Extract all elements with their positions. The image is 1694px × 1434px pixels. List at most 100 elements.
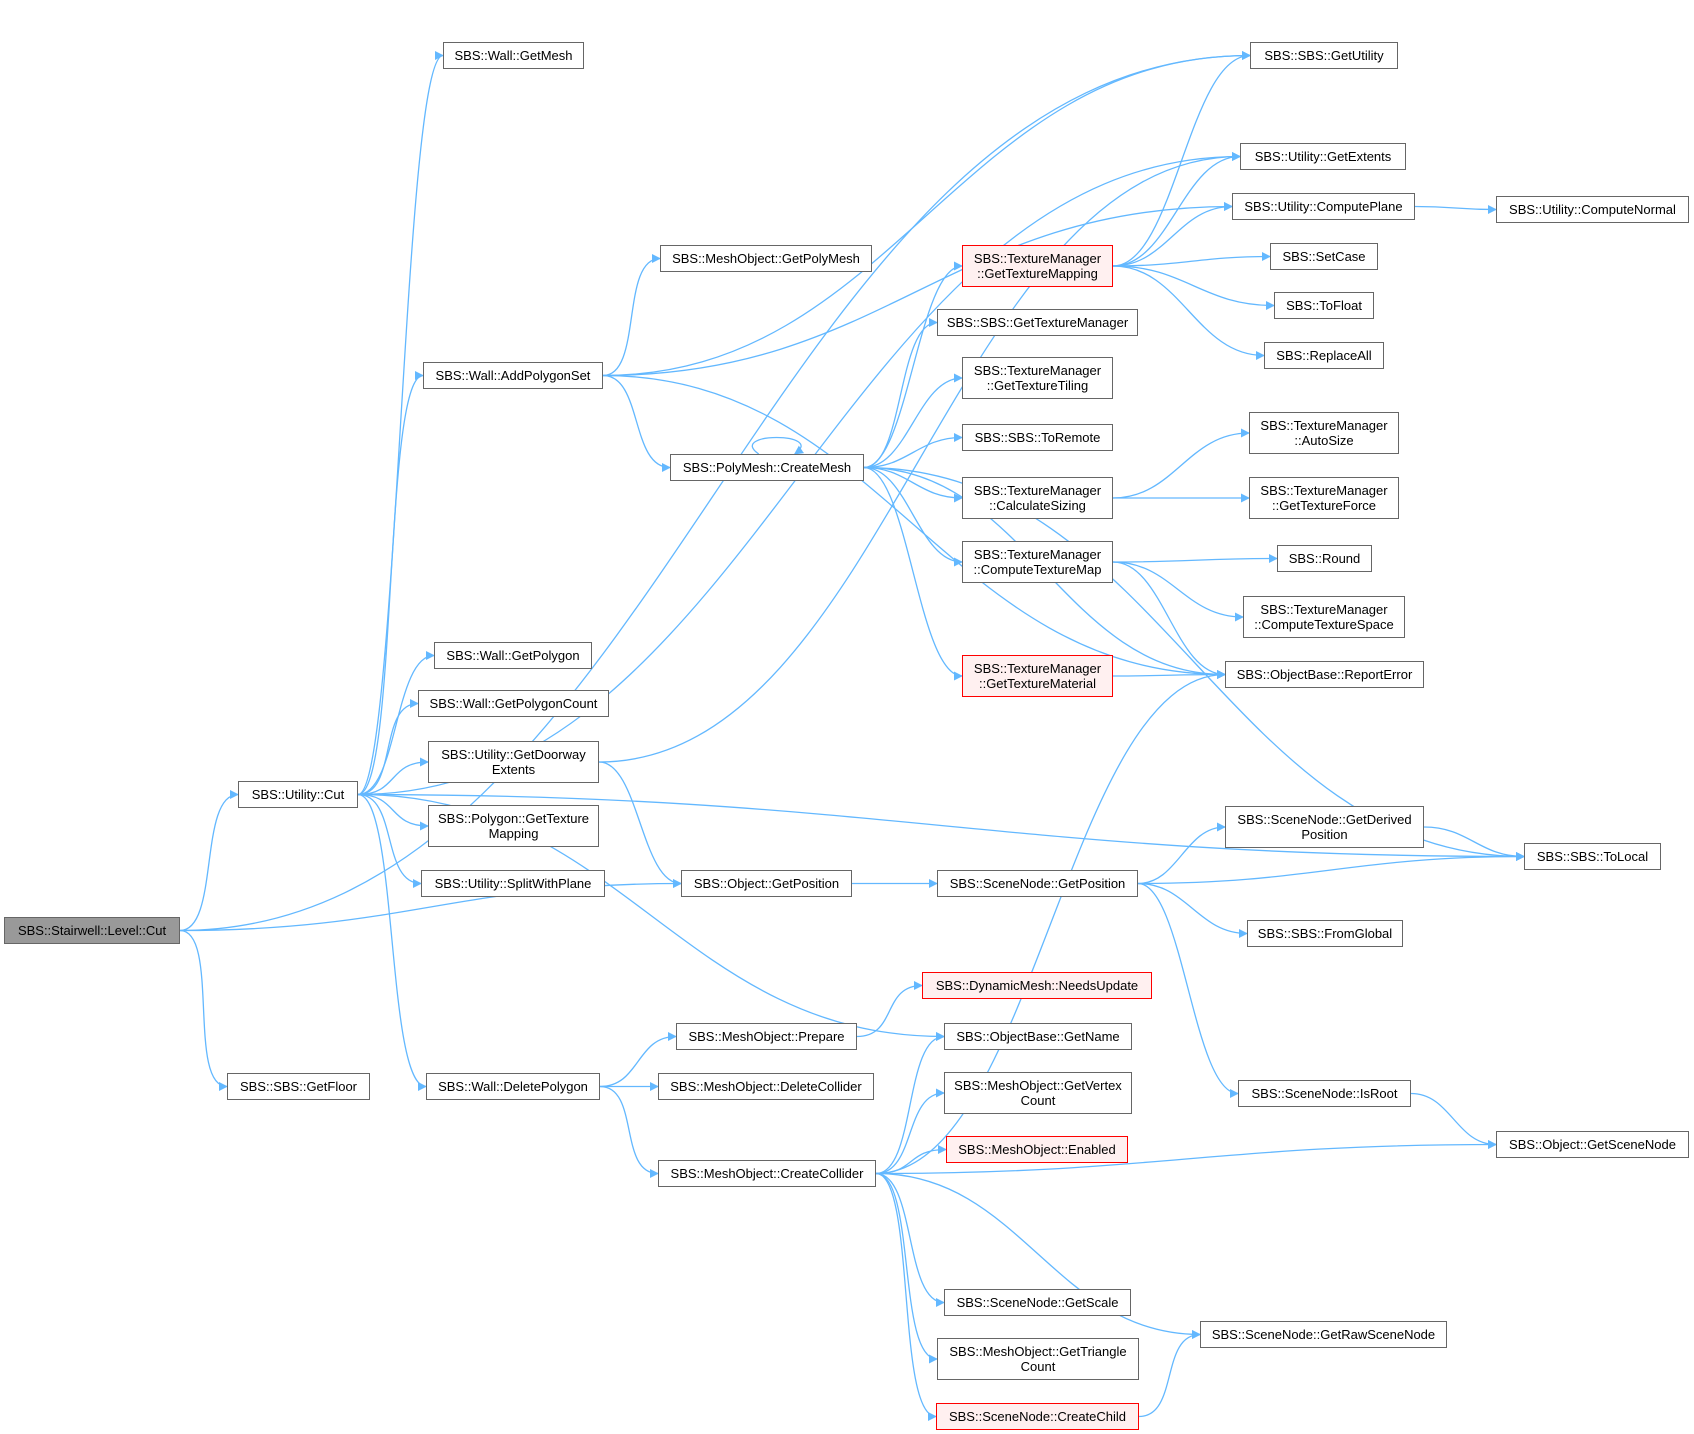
node-tm-autosize[interactable]: SBS::TextureManager ::AutoSize (1249, 412, 1399, 454)
node-sbs-fromglobal[interactable]: SBS::SBS::FromGlobal (1247, 920, 1403, 947)
node-label: SBS::TextureManager ::GetTextureForce (1260, 483, 1388, 513)
node-sbs-round[interactable]: SBS::Round (1277, 545, 1372, 572)
node-scenenode-getposition[interactable]: SBS::SceneNode::GetPosition (937, 870, 1138, 897)
node-tm-gettextureforce[interactable]: SBS::TextureManager ::GetTextureForce (1249, 477, 1399, 519)
edge-utility-computeplane-to-utility-computenormal (1414, 204, 1497, 215)
node-label: SBS::SBS::ToLocal (1536, 849, 1649, 864)
node-stairwell-level-cut: SBS::Stairwell::Level::Cut (4, 917, 180, 944)
node-sbs-tolocal[interactable]: SBS::SBS::ToLocal (1524, 843, 1661, 870)
edge-tm-computetexturemap-to-tm-computetexturespace (1112, 561, 1244, 622)
node-sbs-tofloat[interactable]: SBS::ToFloat (1274, 292, 1374, 319)
node-wall-addpolygonset[interactable]: SBS::Wall::AddPolygonSet (423, 362, 603, 389)
node-label: SBS::Utility::GetExtents (1254, 149, 1392, 164)
edge-meshobject-createcollider-to-meshobject-enabled (875, 1144, 947, 1175)
node-utility-getdoorwayextents[interactable]: SBS::Utility::GetDoorway Extents (428, 741, 599, 783)
node-utility-computeplane[interactable]: SBS::Utility::ComputePlane (1232, 193, 1415, 220)
node-label: SBS::TextureManager ::ComputeTextureMap (973, 547, 1102, 577)
node-label: SBS::Wall::DeletePolygon (438, 1079, 588, 1094)
node-meshobject-deletecollider[interactable]: SBS::MeshObject::DeleteCollider (658, 1073, 874, 1100)
node-label: SBS::MeshObject::GetVertex Count (954, 1078, 1122, 1108)
node-wall-deletepolygon[interactable]: SBS::Wall::DeletePolygon (426, 1073, 600, 1100)
node-label: SBS::SetCase (1282, 249, 1366, 264)
node-sbs-getfloor[interactable]: SBS::SBS::GetFloor (227, 1073, 370, 1100)
edge-wall-deletepolygon-to-meshobject-prepare (599, 1031, 677, 1088)
node-tm-calculatesizing[interactable]: SBS::TextureManager ::CalculateSizing (962, 477, 1113, 519)
node-scenenode-getrawscenenode[interactable]: SBS::SceneNode::GetRawSceneNode (1200, 1321, 1447, 1348)
node-dynamicmesh-needsupdate[interactable]: SBS::DynamicMesh::NeedsUpdate (922, 972, 1152, 999)
edge-utility-getdoorwayextents-to-object-getposition (598, 761, 682, 889)
edge-polymesh-createmesh-to-sbs-gettexturemanager (863, 317, 938, 469)
edge-scenenode-createchild-to-scenenode-getrawscenenode (1138, 1329, 1201, 1418)
node-label: SBS::Utility::GetDoorway Extents (441, 747, 586, 777)
node-wall-getpolygon[interactable]: SBS::Wall::GetPolygon (434, 642, 592, 669)
node-utility-getextents[interactable]: SBS::Utility::GetExtents (1240, 143, 1406, 170)
edge-tm-computetexturemap-to-sbs-round (1112, 553, 1278, 564)
node-label: SBS::SceneNode::GetScale (956, 1295, 1119, 1310)
node-objectbase-reporterror[interactable]: SBS::ObjectBase::ReportError (1225, 661, 1424, 688)
node-scenenode-isroot[interactable]: SBS::SceneNode::IsRoot (1238, 1080, 1411, 1107)
node-label: SBS::Wall::AddPolygonSet (435, 368, 591, 383)
edge-wall-deletepolygon-to-meshobject-createcollider (599, 1085, 659, 1179)
node-label: SBS::Utility::ComputePlane (1244, 199, 1403, 214)
edge-meshobject-createcollider-to-object-getscenenode (875, 1139, 1497, 1175)
node-scenenode-getscale[interactable]: SBS::SceneNode::GetScale (944, 1289, 1131, 1316)
node-label: SBS::TextureManager ::GetTextureMaterial (973, 661, 1102, 691)
node-tm-gettexturemapping[interactable]: SBS::TextureManager ::GetTextureMapping (962, 245, 1113, 287)
node-polymesh-createmesh[interactable]: SBS::PolyMesh::CreateMesh (670, 454, 864, 481)
node-label: SBS::TextureManager ::ComputeTextureSpac… (1254, 602, 1394, 632)
edge-wall-addpolygonset-to-polymesh-createmesh (602, 374, 671, 473)
node-sbs-gettexturemanager[interactable]: SBS::SBS::GetTextureManager (937, 309, 1138, 336)
node-wall-getpolygoncount[interactable]: SBS::Wall::GetPolygonCount (418, 690, 609, 717)
node-utility-splitwithplane[interactable]: SBS::Utility::SplitWithPlane (421, 870, 605, 897)
node-tm-computetexturespace[interactable]: SBS::TextureManager ::ComputeTextureSpac… (1243, 596, 1405, 638)
node-scenenode-createchild[interactable]: SBS::SceneNode::CreateChild (936, 1403, 1139, 1430)
edge-scenenode-getposition-to-sbs-fromglobal (1137, 882, 1248, 939)
node-label: SBS::Utility::SplitWithPlane (434, 876, 592, 891)
node-label: SBS::ObjectBase::GetName (956, 1029, 1120, 1044)
node-sbs-setcase[interactable]: SBS::SetCase (1270, 243, 1378, 270)
node-object-getscenenode[interactable]: SBS::Object::GetSceneNode (1496, 1131, 1689, 1158)
node-sbs-replaceall[interactable]: SBS::ReplaceAll (1264, 342, 1384, 369)
edge-utility-cut-to-wall-addpolygonset (357, 371, 424, 796)
node-label: SBS::SceneNode::GetPosition (949, 876, 1126, 891)
node-label: SBS::MeshObject::CreateCollider (670, 1166, 864, 1181)
node-tm-computetexturemap[interactable]: SBS::TextureManager ::ComputeTextureMap (962, 541, 1113, 583)
node-scenenode-getderivedposition[interactable]: SBS::SceneNode::GetDerived Position (1225, 806, 1424, 848)
node-meshobject-createcollider[interactable]: SBS::MeshObject::CreateCollider (658, 1160, 876, 1187)
node-label: SBS::TextureManager ::CalculateSizing (973, 483, 1102, 513)
node-wall-getmesh[interactable]: SBS::Wall::GetMesh (443, 42, 584, 69)
node-tm-gettexturetiling[interactable]: SBS::TextureManager ::GetTextureTiling (962, 357, 1113, 399)
node-tm-gettexturematerial[interactable]: SBS::TextureManager ::GetTextureMaterial (962, 655, 1113, 697)
node-label: SBS::SceneNode::GetRawSceneNode (1211, 1327, 1436, 1342)
edge-utility-cut-to-wall-getpolygon (357, 650, 435, 796)
node-label: SBS::Polygon::GetTexture Mapping (437, 811, 590, 841)
node-meshobject-prepare[interactable]: SBS::MeshObject::Prepare (676, 1023, 857, 1050)
edge-scenenode-getposition-to-scenenode-isroot (1137, 882, 1239, 1099)
node-label: SBS::MeshObject::Enabled (958, 1142, 1116, 1157)
node-label: SBS::ToFloat (1286, 298, 1362, 313)
edge-wall-addpolygonset-to-utility-computeplane (602, 201, 1233, 377)
node-utility-computenormal[interactable]: SBS::Utility::ComputeNormal (1496, 196, 1689, 223)
node-meshobject-getpolymesh[interactable]: SBS::MeshObject::GetPolyMesh (660, 245, 872, 272)
edge-tm-computetexturemap-to-objectbase-reporterror (1112, 561, 1226, 680)
node-meshobject-enabled[interactable]: SBS::MeshObject::Enabled (946, 1136, 1128, 1163)
edge-polymesh-createmesh-to-sbs-toremote (863, 432, 963, 469)
node-sbs-getutility[interactable]: SBS::SBS::GetUtility (1250, 42, 1398, 69)
node-label: SBS::PolyMesh::CreateMesh (682, 460, 852, 475)
edge-meshobject-createcollider-to-objectbase-getname (875, 1031, 945, 1175)
node-meshobject-getvertexcount[interactable]: SBS::MeshObject::GetVertex Count (944, 1072, 1132, 1114)
edge-wall-addpolygonset-to-meshobject-getpolymesh (602, 253, 661, 377)
node-label: SBS::Wall::GetPolygon (446, 648, 580, 663)
node-label: SBS::MeshObject::DeleteCollider (670, 1079, 862, 1094)
node-label: SBS::DynamicMesh::NeedsUpdate (935, 978, 1139, 993)
edge-scenenode-getposition-to-sbs-tolocal (1137, 851, 1525, 885)
node-meshobject-gettrianglecount[interactable]: SBS::MeshObject::GetTriangle Count (937, 1338, 1139, 1380)
node-label: SBS::SBS::ToRemote (974, 430, 1101, 445)
node-label: SBS::Object::GetSceneNode (1509, 1137, 1676, 1152)
node-polygon-gettexturemapping[interactable]: SBS::Polygon::GetTexture Mapping (428, 805, 599, 847)
node-objectbase-getname[interactable]: SBS::ObjectBase::GetName (944, 1023, 1132, 1050)
node-object-getposition[interactable]: SBS::Object::GetPosition (681, 870, 852, 897)
node-sbs-toremote[interactable]: SBS::SBS::ToRemote (962, 424, 1113, 451)
node-utility-cut[interactable]: SBS::Utility::Cut (238, 781, 358, 808)
